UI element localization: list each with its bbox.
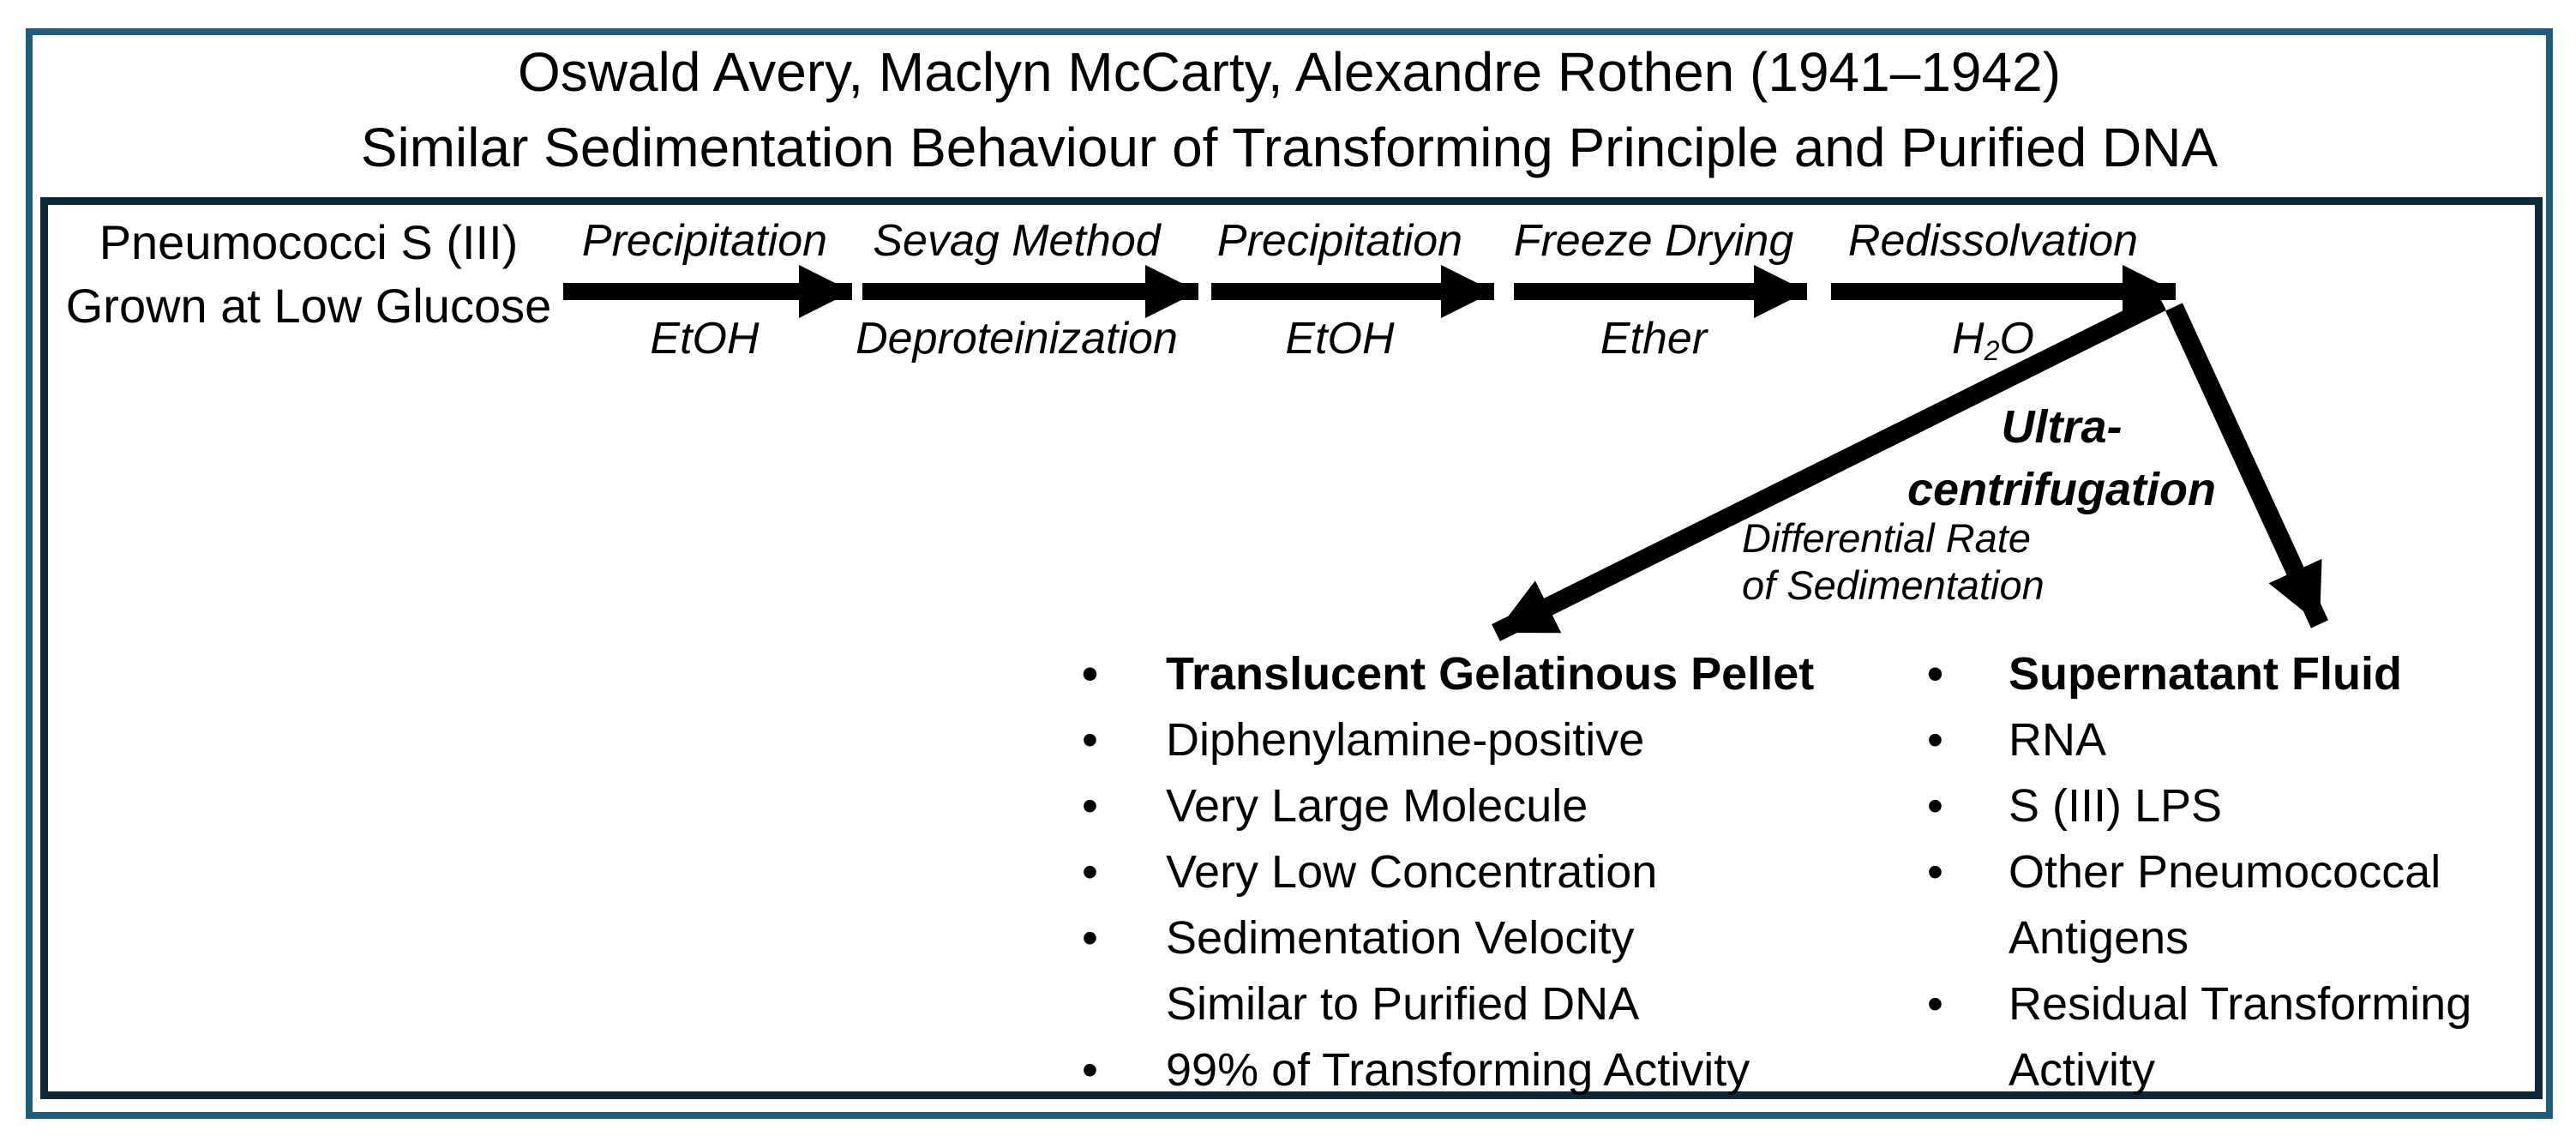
bullet-icon: • [1082, 714, 1098, 766]
outer-frame [26, 28, 2553, 1119]
source-line-2: Grown at Low Glucose [65, 279, 552, 333]
list-item: • Diphenylamine-positive [1082, 707, 1814, 773]
step-4-label: Freeze Drying [1513, 216, 1794, 266]
list-item: • Other Pneumococcal [1927, 839, 2471, 905]
step-3-label: Precipitation [1216, 216, 1463, 266]
list-item-text: Other Pneumococcal [2009, 846, 2441, 898]
list-item-text: Translucent Gelatinous Pellet [1166, 648, 1815, 700]
list-item-text: RNA [2009, 714, 2107, 766]
bullet-icon: • [1082, 912, 1098, 964]
ultra-line-1: Ultra- [2001, 401, 2123, 453]
step-1-label: Precipitation [581, 216, 828, 266]
bullet-icon: • [1927, 714, 1943, 766]
step-5-label: Redissolvation [1847, 216, 2139, 266]
h2o-h: H [1952, 314, 1985, 364]
list-item: • Very Large Molecule [1082, 773, 1814, 839]
list-item: • 99% of Transforming Activity [1082, 1037, 1814, 1103]
title-line-1: Oswald Avery, Maclyn McCarty, Alexandre … [518, 41, 2061, 103]
list-item: • Residual Transforming [1927, 971, 2471, 1037]
h2o-2: 2 [1984, 335, 2000, 367]
bullet-icon: • [1927, 978, 1943, 1030]
bullet-icon: • [1927, 648, 1943, 700]
ultra-line-2: centrifugation [1907, 464, 2216, 515]
ultracentrifugation-label: Ultra- centrifugation [1847, 396, 2276, 521]
list-item: • Translucent Gelatinous Pellet [1082, 641, 1814, 707]
step-2-label: Sevag Method [873, 216, 1161, 266]
step-3-sublabel: EtOH [1285, 314, 1395, 364]
list-item: • Supernatant Fluid [1927, 641, 2471, 707]
source-label: Pneumococci S (III) Grown at Low Glucose [43, 211, 574, 338]
list-item: • RNA [1927, 707, 2471, 773]
bullet-icon: • [1082, 648, 1098, 700]
list-item-continuation: •Activity [1927, 1037, 2471, 1103]
bullet-icon: • [1082, 846, 1098, 898]
list-item-text: Residual Transforming [2009, 978, 2472, 1030]
supernatant-list: • Supernatant Fluid • RNA • S (III) LPS • Ot… [1927, 641, 2471, 1103]
step-5-sublabel: H2O [1770, 312, 2216, 365]
list-item-text: Very Large Molecule [1166, 780, 1588, 832]
note-line-2: of Sedimentation [1742, 562, 2045, 608]
list-item-text: Sedimentation Velocity [1166, 912, 1635, 964]
list-item-text: Antigens [2009, 912, 2189, 964]
list-item-text: Supernatant Fluid [2009, 648, 2402, 700]
list-item-text: S (III) LPS [2009, 780, 2223, 832]
sedimentation-note: Differential Rate of Sedimentation [1742, 514, 2045, 609]
list-item: • Sedimentation Velocity [1082, 905, 1814, 971]
list-item: • Very Low Concentration [1082, 839, 1814, 905]
list-item-text: Diphenylamine-positive [1166, 714, 1645, 766]
pellet-list: • Translucent Gelatinous Pellet • Diphenyl… [1082, 641, 1814, 1103]
title-line-2: Similar Sedimentation Behaviour of Trans… [360, 117, 2219, 178]
list-item-continuation: •Similar to Purified DNA [1082, 971, 1814, 1037]
list-item-text: 99% of Transforming Activity [1166, 1044, 1750, 1096]
diagram-frame [40, 197, 2543, 1099]
bullet-icon: • [1082, 1044, 1098, 1096]
bullet-icon: • [1927, 780, 1943, 832]
list-item-continuation: •Antigens [1927, 905, 2471, 971]
h2o-o: O [1999, 314, 2034, 364]
list-item-text: Very Low Concentration [1166, 846, 1658, 898]
step-2-sublabel: Deproteinization [856, 314, 1178, 364]
bullet-icon: • [1927, 846, 1943, 898]
note-line-1: Differential Rate [1742, 515, 2031, 561]
list-item-text: Similar to Purified DNA [1166, 978, 1640, 1030]
bullet-icon: • [1082, 780, 1098, 832]
source-line-1: Pneumococci S (III) [99, 215, 519, 269]
step-1-sublabel: EtOH [650, 314, 760, 364]
slide-title: Oswald Avery, Maclyn McCarty, Alexandre … [33, 34, 2546, 185]
list-item: • S (III) LPS [1927, 773, 2471, 839]
step-4-sublabel: Ether [1600, 314, 1708, 364]
list-item-text: Activity [2009, 1044, 2156, 1096]
